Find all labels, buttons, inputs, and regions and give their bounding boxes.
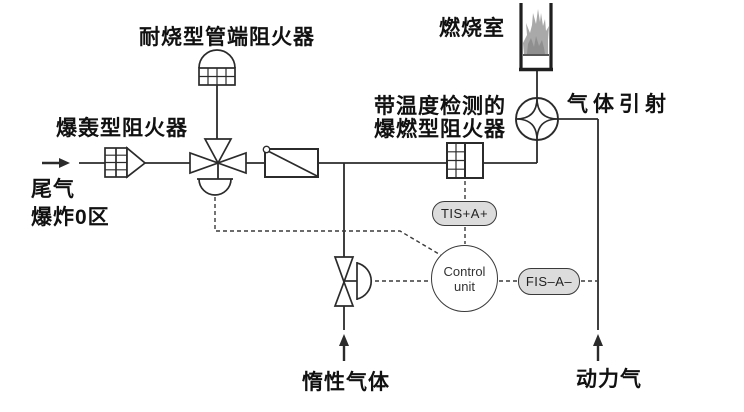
detonation-flame-arrester [104,146,147,179]
label-tail-gas: 尾气 [31,178,75,201]
label-temp-arrester-line1: 带温度检测的 [374,95,506,118]
valve-actuator-dome-icon [356,262,373,300]
label-power-gas: 动力气 [576,368,642,391]
label-explosion-zone-0: 爆炸0区 [31,206,110,229]
label-pipe-end-arrester: 耐烧型管端阻火器 [139,26,315,49]
power-gas-arrow [593,334,603,361]
combustion-chamber [519,3,553,72]
gas-ejector [515,97,559,141]
label-inert-gas: 惰性气体 [302,371,390,394]
label-temp-arrester-line2: 爆燃型阻火器 [374,118,506,141]
fis-instrument-tag: FIS–A– [518,268,580,295]
control-unit-circle: Control unit [431,245,498,312]
tis-instrument-tag: TIS+A+ [432,201,497,226]
inert-gas-arrow [339,334,349,361]
pipe-end-flame-arrester [198,49,236,86]
deflagration-flame-arrester [446,142,484,179]
label-gas-ejection: 气体引射 [567,93,671,116]
label-combustion-chamber: 燃烧室 [439,17,505,40]
flame-core-icon [527,36,545,54]
three-way-valve [189,138,247,196]
signal-lines [214,181,597,282]
label-detonation-arrester: 爆轰型阻火器 [56,117,188,140]
process-pipes [79,71,599,330]
control-unit-label-line1: Control [443,263,486,279]
inert-gas-valve [333,256,373,307]
valve-actuator-dome-icon [197,178,233,196]
inline-check-element [262,145,319,178]
tail-gas-inlet-arrow [42,158,70,168]
label-temp-arrester: 带温度检测的 爆燃型阻火器 [374,95,506,141]
control-unit-label-line2: unit [454,278,475,294]
